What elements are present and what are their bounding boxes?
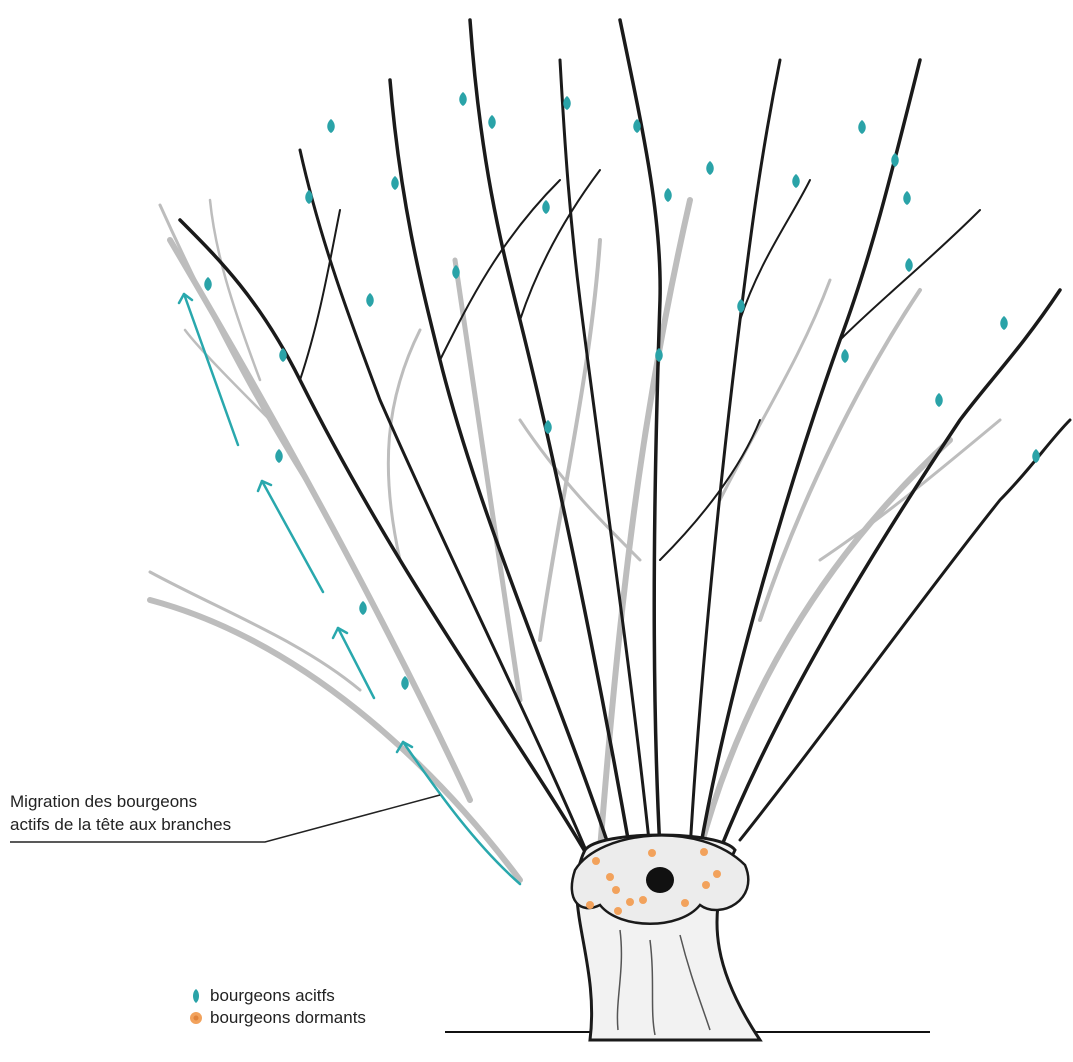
caption-line-2: actifs de la tête aux branches	[10, 815, 232, 834]
old-branches	[147, 197, 1002, 883]
caption-leader-line	[10, 794, 441, 843]
legend-row-dormant: bourgeons dormants	[188, 1007, 366, 1029]
legend-row-active: bourgeons acitfs	[188, 985, 366, 1007]
migration-caption: Migration des bourgeons actifs de la têt…	[10, 790, 231, 836]
migration-arrows	[177, 292, 522, 886]
legend-label-dormant: bourgeons dormants	[210, 1008, 366, 1027]
dormant-buds	[586, 848, 721, 915]
main-branches	[178, 18, 1072, 862]
trunk	[570, 833, 763, 1042]
caption-line-1: Migration des bourgeons	[10, 792, 198, 811]
legend-label-active: bourgeons acitfs	[210, 986, 335, 1005]
active-bud-icon	[193, 989, 199, 1003]
active-buds	[204, 92, 1040, 690]
legend: bourgeons acitfs bourgeons dormants	[188, 985, 366, 1029]
dormant-bud-icon	[190, 1012, 202, 1024]
